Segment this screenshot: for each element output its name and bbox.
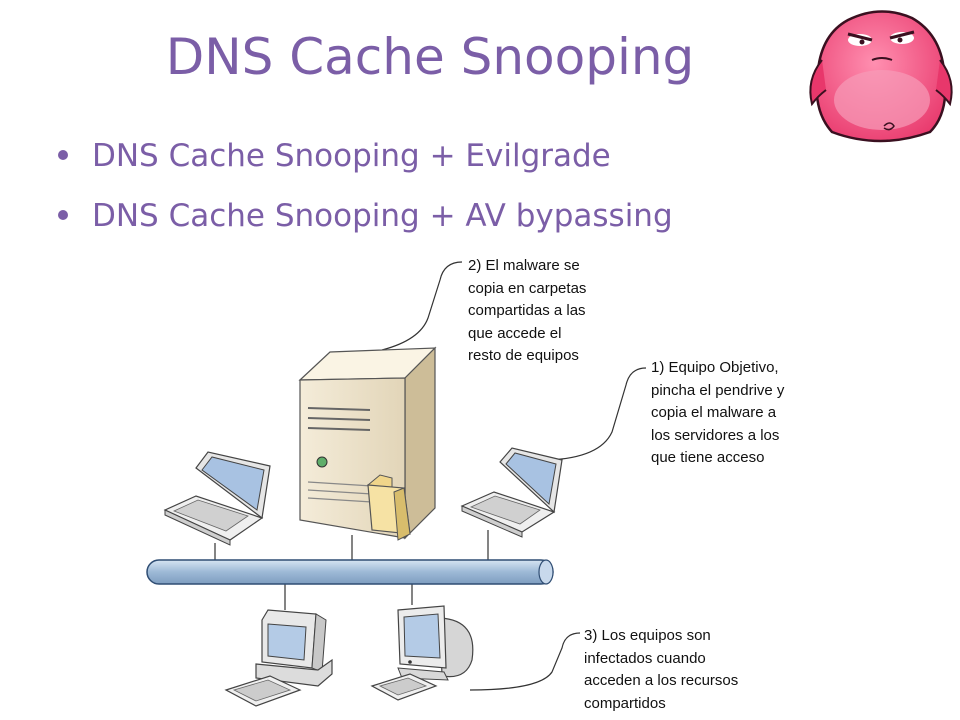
bullet-text: DNS Cache Snooping + AV bypassing [92, 198, 673, 234]
shared-folder-icon [366, 474, 411, 541]
slide-title: DNS Cache Snooping [165, 28, 695, 86]
callout-target-note: 1) Equipo Objetivo, pincha el pendrive y… [651, 359, 785, 466]
laptop-icon [460, 447, 563, 538]
network-bus [146, 559, 554, 585]
file-server-icon [298, 346, 437, 541]
bullet-dot [58, 209, 68, 220]
pink-monster-mascot-icon [809, 10, 953, 143]
callout-line [547, 367, 647, 461]
bullet-dot [58, 149, 68, 160]
bullet-item: DNS Cache Snooping + Evilgrade [58, 138, 611, 174]
desktop-computer-icon [224, 609, 333, 707]
bullet-text: DNS Cache Snooping + Evilgrade [92, 138, 611, 174]
callout-server-note: 2) El malware se copia en carpetas compa… [468, 257, 587, 364]
crt-monitor-icon [370, 605, 474, 701]
callout-line [469, 632, 581, 691]
callout-infected-note: 3) Los equipos son infectados cuando acc… [584, 627, 739, 712]
bullet-item: DNS Cache Snooping + AV bypassing [58, 198, 673, 234]
laptop-icon [163, 451, 271, 546]
callout-line [381, 261, 463, 351]
